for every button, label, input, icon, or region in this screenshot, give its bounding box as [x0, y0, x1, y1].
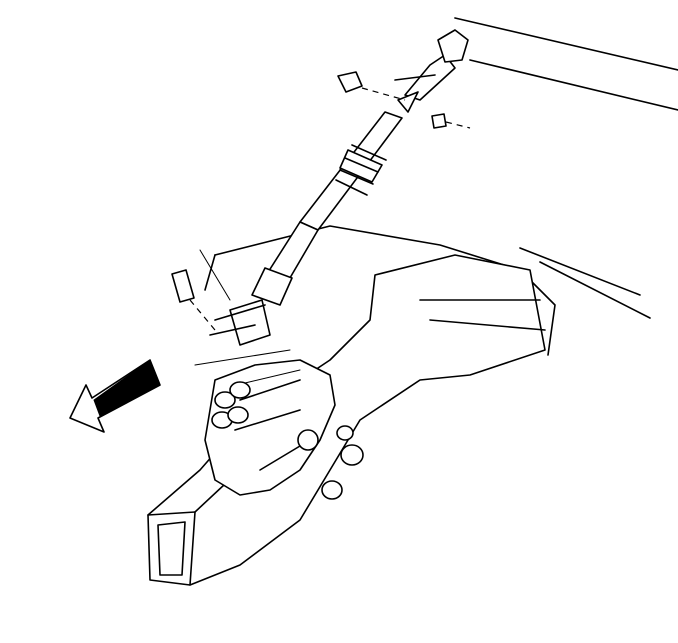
frame-rail [147, 254, 546, 586]
upper-coupling [394, 29, 469, 113]
steering-gear [204, 359, 364, 500]
intermediate-shaft [209, 111, 403, 346]
fasteners [171, 71, 471, 331]
front-direction-arrow-icon [69, 359, 161, 433]
leader-lines [194, 249, 301, 384]
